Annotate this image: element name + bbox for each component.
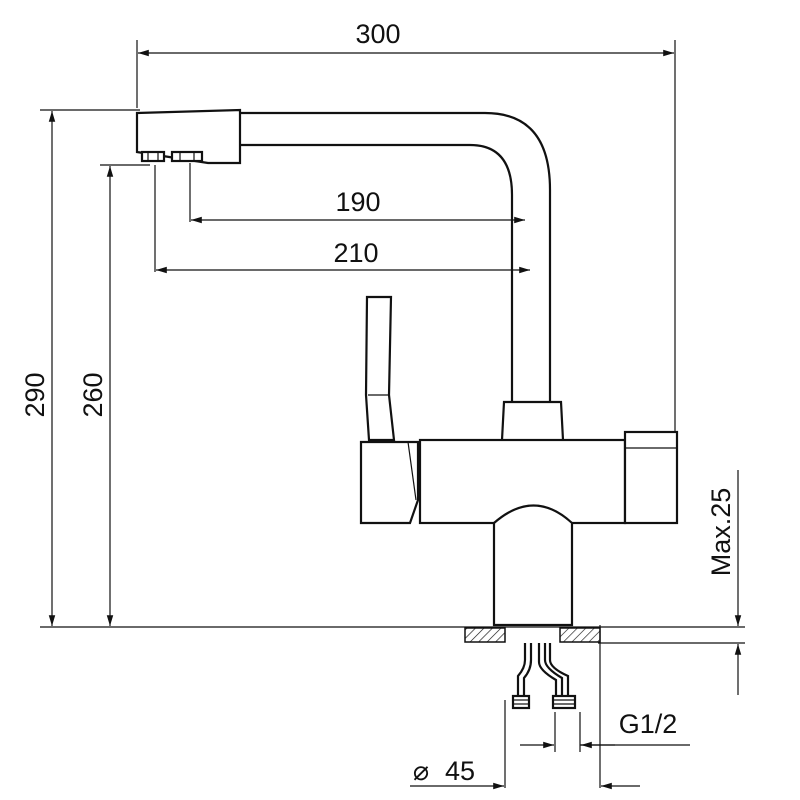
handle-lever (364, 295, 396, 442)
extension-lines (40, 40, 745, 788)
dimension-300-label: 300 (355, 19, 400, 49)
hoses (511, 643, 577, 710)
dimension-max25-label: Max.25 (706, 488, 736, 577)
dimension-lines (48, 49, 742, 790)
countertop-left (464, 627, 506, 643)
dimension-45-label: 45 (445, 756, 475, 786)
dimension-210-label: 210 (333, 238, 378, 268)
spout (240, 111, 552, 402)
base-column (492, 504, 574, 627)
dimension-g12-label: G1/2 (619, 709, 678, 739)
dimension-260-label: 260 (78, 372, 108, 417)
dimension-190-label: 190 (335, 187, 380, 217)
dimension-290-label: 290 (20, 372, 50, 417)
filter-outlet (623, 430, 679, 525)
faucet (135, 108, 679, 710)
countertop-right (559, 627, 601, 643)
spout-head (135, 108, 242, 165)
diameter-symbol: ⌀ (413, 756, 429, 786)
